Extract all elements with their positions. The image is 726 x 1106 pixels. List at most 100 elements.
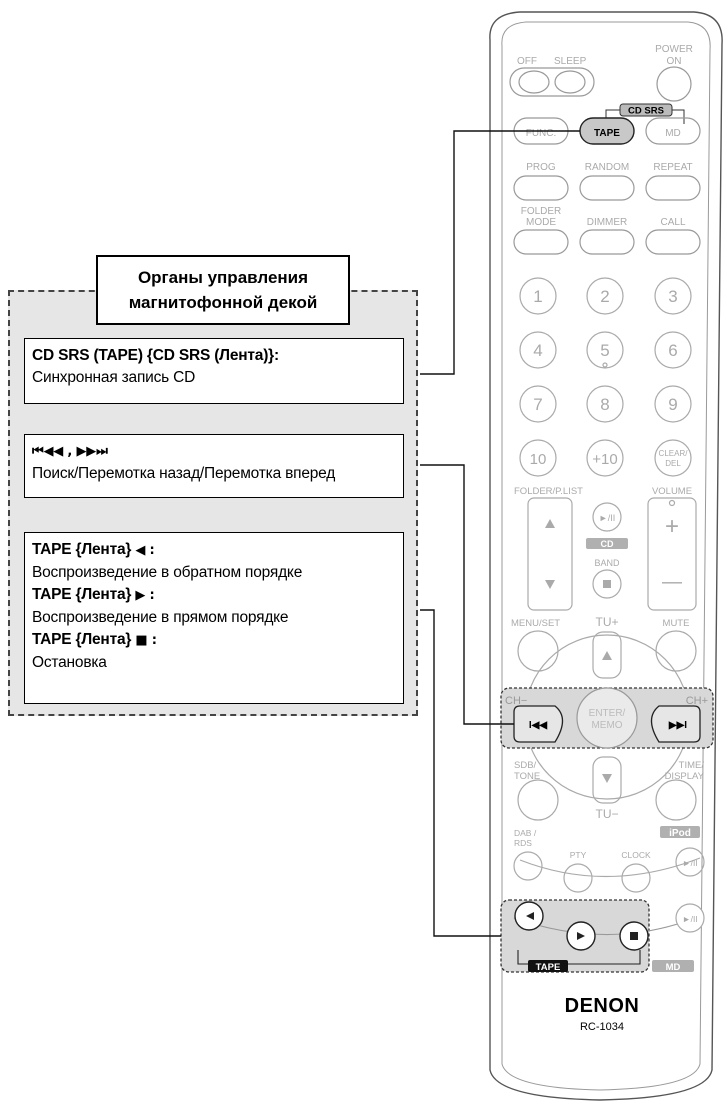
ipod-arc [519,857,701,878]
digit-7-label: 7 [533,395,542,414]
function-row: CD SRS FUNC. TAPE MD [513,103,701,145]
digit-4-button[interactable] [519,331,557,369]
call-label: CALL [660,217,685,228]
tape-item1-label: TAPE {Лента} [32,541,132,558]
tape-item1-symbol: ◀ : [135,543,155,558]
folder-plist-rocker[interactable] [527,497,573,611]
band-stop-icon [603,580,611,588]
number-pad [519,277,692,477]
digit-3-button[interactable] [654,277,692,315]
dab-label: DAB / [514,828,537,838]
next-label: ▶▶I [668,720,687,731]
ipod-tag-label: iPod [669,828,691,839]
cd-play-pause-button[interactable] [592,502,622,532]
pty-button[interactable] [563,863,593,893]
clock-label: CLOCK [621,850,651,860]
clock-button[interactable] [621,863,651,893]
mute-button[interactable] [655,630,697,672]
random-button[interactable] [579,175,635,201]
leader-skip [420,464,514,725]
sleep-label: SLEEP [554,56,587,67]
folder-plist-label: FOLDER/P.LIST [514,486,583,497]
plus10-button[interactable] [586,439,624,477]
repeat-button[interactable] [645,175,701,201]
tape-item3-symbol: ■ : [135,633,157,648]
tape-tag [528,960,568,972]
digit-5-dot [602,362,608,368]
clear-del-button[interactable] [654,439,692,477]
sleep-button[interactable] [554,70,586,94]
tape-item2-label: TAPE {Лента} [32,586,132,603]
tape-tag-label: TAPE [536,962,561,973]
digit-8-label: 8 [600,395,609,414]
folder-row: FOLDER MODE DIMMER CALL [513,206,701,255]
digit-10-button[interactable] [519,439,557,477]
digit-1-label: 1 [533,287,542,306]
time-display-button[interactable] [655,779,697,821]
digit-7-button[interactable] [519,385,557,423]
off-button[interactable] [518,70,550,94]
ipod-play-pause-label: ►/II [682,858,698,868]
tu-plus-label: TU+ [595,615,618,629]
tu-minus-button[interactable] [592,756,622,804]
digit-9-label: 9 [668,395,677,414]
next-button[interactable] [650,705,701,743]
md-play-pause-button[interactable] [675,903,705,933]
volume-indicator-icon [668,499,676,507]
tu-plus-button[interactable] [592,631,622,679]
model-number: RC-1034 [580,1021,624,1033]
enter-memo-button[interactable] [576,687,638,749]
reverse-icon [526,912,534,920]
power-row: OFF SLEEP POWER ON [509,44,693,102]
tu-up-icon [602,651,612,660]
md-button[interactable] [645,117,701,145]
number-pad-labels: 1 2 3 4 5 6 7 8 9 10 +10 CLEAR/ DEL [530,287,689,468]
band-button[interactable] [592,569,622,599]
power-on-button[interactable] [656,66,692,102]
digit-2-button[interactable] [586,277,624,315]
cd-play-pause-label: ►/II [599,513,615,523]
md-label: MD [665,128,681,139]
digit-8-button[interactable] [586,385,624,423]
folder-down-icon [545,580,555,589]
sdb-label: SDB/ [514,760,537,771]
brand-logo: DENON [565,995,640,1017]
digit-10-label: 10 [530,451,547,468]
func-label: FUNC. [526,128,557,139]
on-label: ON [667,56,682,67]
prev-label: I◀◀ [529,720,547,731]
cd-tag [586,538,628,549]
ipod-play-pause-button[interactable] [675,847,705,877]
band-label: BAND [594,558,620,568]
ch-plus-label: CH+ [686,695,708,707]
folder-mode-button[interactable] [513,229,569,255]
digit-1-button[interactable] [519,277,557,315]
volume-minus-label: — [662,571,682,593]
ipod-row: iPod DAB / RDS PTY CLOCK ►/II [513,826,705,893]
dab-rds-button[interactable] [513,851,543,881]
random-label: RANDOM [585,162,629,173]
forward-icon [577,932,585,940]
digit-5-button[interactable] [586,331,624,369]
cd-srs-tag-label: CD SRS [628,106,664,117]
md-play-pause-label: ►/II [682,914,698,924]
tape-item3-label: TAPE {Лента} [32,631,132,648]
dimmer-button[interactable] [579,229,635,255]
tape-item3-text: Остановка [32,654,107,671]
prev-button[interactable] [513,705,564,743]
volume-rocker[interactable] [647,497,697,611]
skip-description: ⏮◀◀ , ▶▶⏭ Поиск/Перемотка назад/Перемотк… [24,434,404,498]
sdb-tone-button[interactable] [517,779,559,821]
folder-mode-label-2: MODE [526,217,556,228]
memo-label: MEMO [591,720,622,731]
tu-minus-label: TU− [595,807,618,821]
digit-6-button[interactable] [654,331,692,369]
cd-srs-heading: CD SRS (TAPE) {CD SRS (Лента)}: [32,347,279,364]
menu-set-button[interactable] [517,630,559,672]
enter-label: ENTER/ [589,708,626,719]
tape-transport-highlight: ►/II TAPE MD [500,899,705,973]
call-button[interactable] [645,229,701,255]
digit-9-button[interactable] [654,385,692,423]
tape-item1-text: Воспроизведение в обратном порядке [32,564,303,581]
prog-button[interactable] [513,175,569,201]
